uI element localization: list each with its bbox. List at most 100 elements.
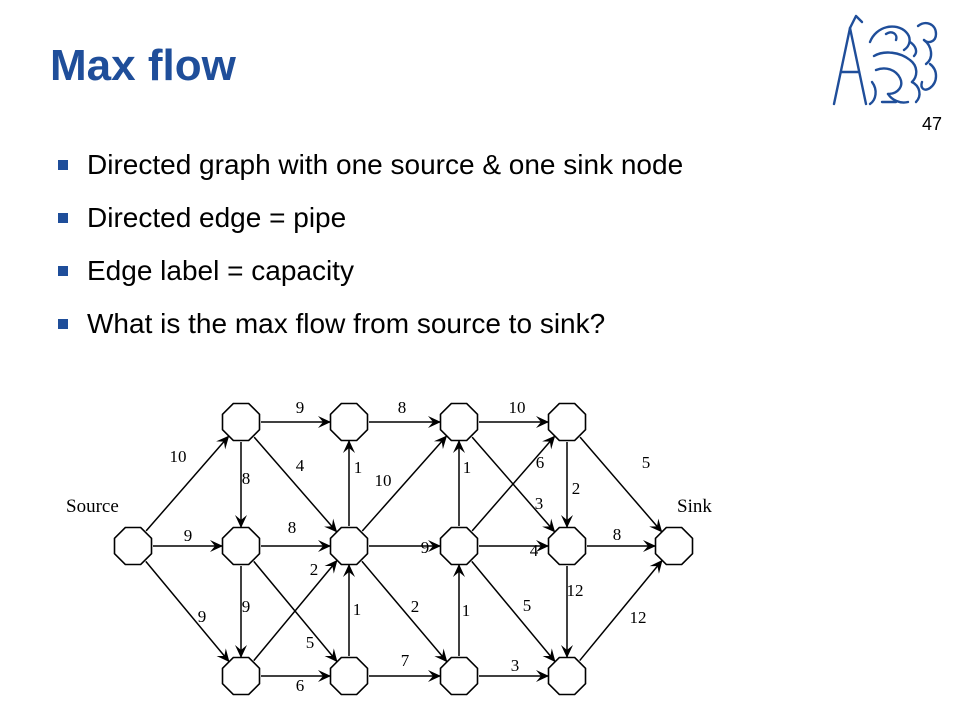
arrowhead-icon	[561, 515, 573, 528]
arrowhead-icon	[324, 648, 338, 663]
edge-S-A3	[145, 560, 231, 663]
arrowhead-icon	[318, 416, 331, 428]
edge-capacity-label: 1	[463, 458, 472, 477]
edge-B2-C1	[361, 434, 448, 532]
bullet-item: Directed edge = pipe	[58, 191, 683, 244]
arrowhead-icon	[542, 518, 556, 533]
edge-capacity-label: 9	[242, 597, 251, 616]
arrowhead-icon	[324, 559, 338, 574]
arrowhead-icon	[428, 416, 441, 428]
edge-capacity-label: 3	[511, 656, 520, 675]
arrowhead-icon	[216, 648, 230, 663]
graph-node-D1	[547, 402, 587, 442]
edge-capacity-label: 9	[198, 607, 207, 626]
page-number: 47	[922, 114, 943, 134]
arrowhead-icon	[434, 648, 448, 663]
arrowhead-icon	[428, 670, 441, 682]
graph-node-C3	[439, 656, 479, 696]
edge-C2-D3	[471, 560, 557, 663]
arrowhead-icon	[536, 670, 549, 682]
graph-node-A2	[221, 526, 261, 566]
edge-D1-T	[579, 436, 663, 533]
edge-A2-B3	[253, 560, 339, 663]
edge-C2-D1	[471, 435, 556, 532]
graph-node-D2	[547, 526, 587, 566]
arrowhead-icon	[542, 648, 556, 663]
edge-capacity-label: 1	[462, 601, 471, 620]
arrowhead-icon	[428, 540, 441, 552]
edge-capacity-label: 10	[509, 398, 526, 417]
graph-node-T	[654, 526, 694, 566]
arrowhead-icon	[343, 564, 355, 577]
edge-capacity-label: 7	[401, 651, 410, 670]
edge-capacity-label: 2	[411, 597, 420, 616]
edge-capacity-label: 8	[288, 518, 297, 537]
edge-A3-B2	[253, 559, 339, 662]
arrowhead-icon	[318, 540, 331, 552]
graph-node-B1	[329, 402, 369, 442]
graph-node-A1	[221, 402, 261, 442]
arrowhead-icon	[643, 540, 656, 552]
graph-node-B2	[329, 526, 369, 566]
bullet-marker-icon	[58, 318, 68, 329]
bullet-marker-icon	[58, 159, 68, 170]
arrowhead-icon	[210, 540, 223, 552]
edge-capacity-label: 6	[296, 676, 305, 695]
edge-C1-D2	[471, 436, 556, 533]
bullet-text: What is the max flow from source to sink…	[87, 307, 606, 339]
edge-B2-C3	[361, 560, 448, 663]
arrowhead-icon	[453, 440, 465, 453]
slide-title: Max flow	[50, 41, 236, 90]
arrowhead-icon	[649, 518, 663, 533]
arrowhead-icon	[649, 559, 663, 574]
edge-capacity-label: 5	[642, 453, 651, 472]
edge-capacity-label: 5	[306, 633, 315, 652]
edge-capacity-label: 1	[354, 458, 363, 477]
arrowhead-icon	[542, 435, 556, 450]
bullet-text: Directed edge = pipe	[87, 201, 347, 233]
graph-node-A3	[221, 656, 261, 696]
edge-capacity-label: 9	[421, 538, 430, 557]
edge-S-A1	[145, 435, 230, 532]
graph-node-D3	[547, 656, 587, 696]
edge-capacity-label: 4	[530, 541, 539, 560]
edge-capacity-label: 10	[170, 447, 187, 466]
bullet-item: Directed graph with one source & one sin…	[58, 138, 683, 191]
arrowhead-icon	[561, 645, 573, 658]
source-node-label: Source	[66, 496, 119, 517]
edge-capacity-label: 3	[535, 494, 544, 513]
university-lion-logo-icon	[832, 14, 938, 106]
edge-capacity-label: 2	[310, 560, 319, 579]
bullet-text: Directed graph with one source & one sin…	[87, 148, 684, 180]
arrowhead-icon	[235, 645, 247, 658]
graph-node-C2	[439, 526, 479, 566]
edge-capacity-label: 5	[523, 596, 532, 615]
sink-node-label: Sink	[677, 496, 712, 517]
graph-node-B3	[329, 656, 369, 696]
edge-D3-T	[579, 559, 664, 662]
arrowhead-icon	[216, 435, 230, 450]
edge-capacity-label: 6	[536, 453, 545, 472]
bullet-item: What is the max flow from source to sink…	[58, 297, 683, 350]
bullet-item: Edge label = capacity	[58, 244, 683, 297]
edge-capacity-label: 8	[398, 398, 407, 417]
graph-node-S	[113, 526, 153, 566]
bullet-text: Edge label = capacity	[87, 254, 354, 286]
edge-capacity-label: 2	[572, 479, 581, 498]
bullet-list: Directed graph with one source & one sin…	[58, 138, 683, 350]
graph-node-C1	[439, 402, 479, 442]
edge-capacity-label: 12	[630, 608, 647, 627]
arrowhead-icon	[453, 564, 465, 577]
edge-capacity-label: 9	[296, 398, 305, 417]
edge-A1-B2	[253, 436, 338, 533]
arrowhead-icon	[318, 670, 331, 682]
arrowhead-icon	[343, 440, 355, 453]
edge-capacity-label: 10	[375, 471, 392, 490]
edge-capacity-label: 9	[184, 526, 193, 545]
arrowhead-icon	[536, 540, 549, 552]
edge-capacity-label: 8	[242, 469, 251, 488]
edge-capacity-label: 8	[613, 525, 622, 544]
edge-capacity-label: 4	[296, 456, 305, 475]
bullet-marker-icon	[58, 265, 68, 276]
